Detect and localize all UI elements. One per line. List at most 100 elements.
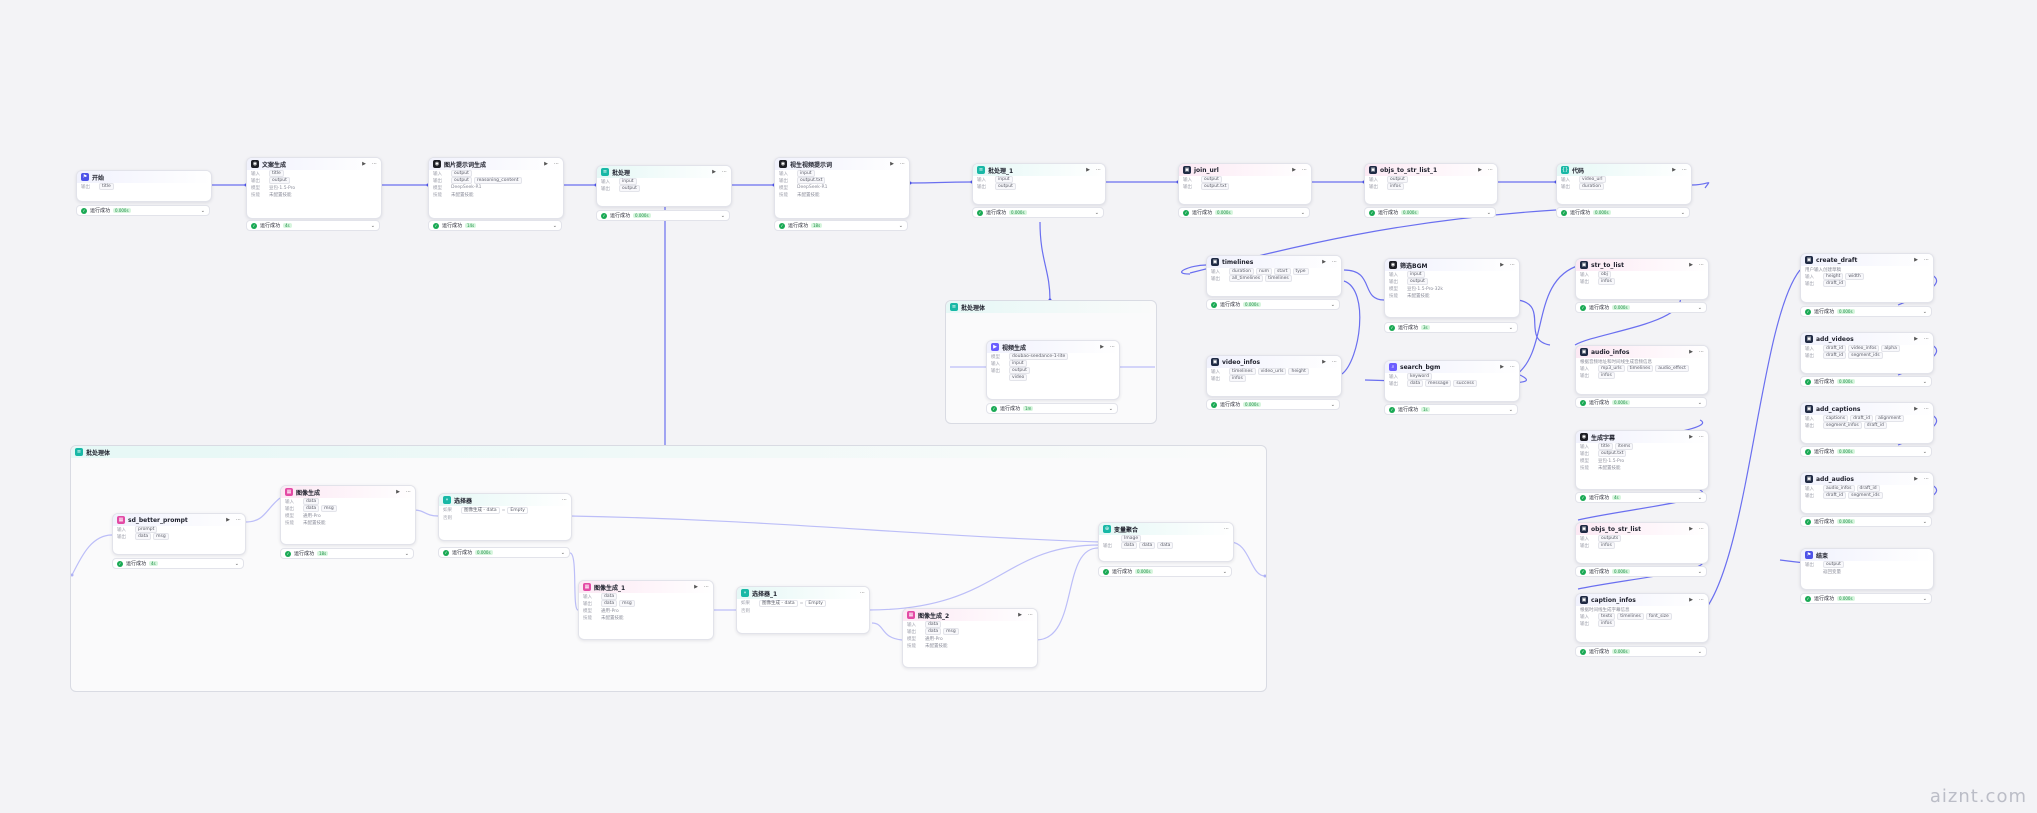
run-icon[interactable]: ▶	[1689, 262, 1693, 268]
run-icon[interactable]: ▶	[1689, 526, 1693, 532]
run-icon[interactable]: ▶	[1689, 597, 1693, 603]
run-icon[interactable]: ▶	[1914, 476, 1918, 482]
run-icon[interactable]: ▶	[694, 584, 698, 590]
more-icon[interactable]: ⋯	[1682, 167, 1687, 173]
run-icon[interactable]: ▶	[890, 161, 894, 167]
run-icon[interactable]: ▶	[712, 169, 716, 175]
run-icon[interactable]: ▶	[1914, 336, 1918, 342]
more-icon[interactable]: ⋯	[1699, 349, 1704, 355]
more-icon[interactable]: ⋯	[1924, 476, 1929, 482]
run-icon[interactable]: ▶	[1689, 349, 1693, 355]
run-icon[interactable]: ▶	[1500, 364, 1504, 370]
more-icon[interactable]: ⋯	[1510, 262, 1515, 268]
run-icon[interactable]: ▶	[1914, 406, 1918, 412]
more-icon[interactable]: ⋯	[1096, 167, 1101, 173]
more-icon[interactable]: ⋯	[1488, 167, 1493, 173]
more-icon[interactable]: ⋯	[1924, 257, 1929, 263]
more-icon[interactable]: ⋯	[1224, 526, 1229, 532]
run-icon[interactable]: ▶	[1478, 167, 1482, 173]
more-icon[interactable]: ⋯	[1699, 262, 1704, 268]
run-icon[interactable]: ▶	[1689, 434, 1693, 440]
more-icon[interactable]: ⋯	[406, 489, 411, 495]
run-icon[interactable]: ▶	[1100, 344, 1104, 350]
run-icon[interactable]: ▶	[1292, 167, 1296, 173]
more-icon[interactable]: ⋯	[1924, 406, 1929, 412]
more-icon[interactable]: ⋯	[236, 517, 241, 523]
more-icon[interactable]: ⋯	[372, 161, 377, 167]
run-icon[interactable]: ▶	[1914, 257, 1918, 263]
more-icon[interactable]: ⋯	[722, 169, 727, 175]
run-icon[interactable]: ▶	[1322, 359, 1326, 365]
node-selector-1[interactable]: ⑂选择器_1⋯ 如果图像生成 - data=Empty 否则	[736, 586, 870, 634]
more-icon[interactable]: ⋯	[1924, 336, 1929, 342]
image-batch-loop[interactable]: ≡批处理体	[70, 445, 1267, 692]
more-icon[interactable]: ⋯	[1332, 359, 1337, 365]
run-icon[interactable]: ▶	[226, 517, 230, 523]
more-icon[interactable]: ⋯	[1699, 434, 1704, 440]
node-selector[interactable]: ⑂选择器⋯ 如果图像生成 - data=Empty 否则	[438, 493, 572, 541]
more-icon[interactable]: ⋯	[1028, 612, 1033, 618]
more-icon[interactable]: ⋯	[1110, 344, 1115, 350]
run-icon[interactable]: ▶	[1672, 167, 1676, 173]
more-icon[interactable]: ⋯	[1332, 259, 1337, 265]
more-icon[interactable]: ⋯	[562, 497, 567, 503]
run-icon[interactable]: ▶	[362, 161, 366, 167]
run-icon[interactable]: ▶	[1322, 259, 1326, 265]
run-icon[interactable]: ▶	[1018, 612, 1022, 618]
more-icon[interactable]: ⋯	[900, 161, 905, 167]
run-icon[interactable]: ▶	[1500, 262, 1504, 268]
more-icon[interactable]: ⋯	[860, 590, 865, 596]
more-icon[interactable]: ⋯	[1699, 526, 1704, 532]
